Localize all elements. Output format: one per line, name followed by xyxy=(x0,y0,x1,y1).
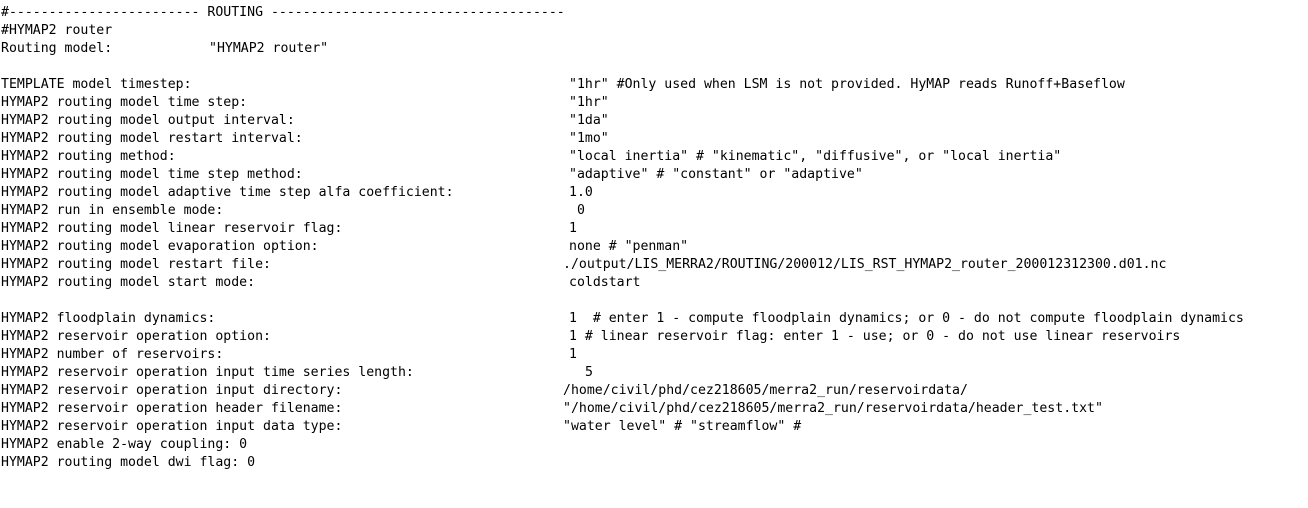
config-value: 1 # linear reservoir flag: enter 1 - use… xyxy=(569,329,1181,344)
config-value: 0 xyxy=(577,203,585,218)
config-line-time-series-length: HYMAP2 reservoir operation input time se… xyxy=(0,364,1308,382)
config-line-evaporation-option: HYMAP2 routing model evaporation option:… xyxy=(0,238,1308,256)
config-line-dwi-flag: HYMAP2 routing model dwi flag: 0 xyxy=(0,454,1308,472)
config-line-time-step-method: HYMAP2 routing model time step method: "… xyxy=(0,166,1308,184)
config-line-input-data-type: HYMAP2 reservoir operation input data ty… xyxy=(0,418,1308,436)
config-key: HYMAP2 reservoir operation input data ty… xyxy=(1,419,343,434)
config-key: HYMAP2 routing model output interval: xyxy=(1,113,295,128)
config-value: 1 xyxy=(569,347,577,362)
section-header-text: #------------------------ ROUTING ------… xyxy=(1,5,565,20)
config-value: "local inertia" # "kinematic", "diffusiv… xyxy=(569,149,1062,164)
config-value: "1da" xyxy=(569,113,609,128)
config-line-restart-interval: HYMAP2 routing model restart interval: "… xyxy=(0,130,1308,148)
config-key: HYMAP2 floodplain dynamics: xyxy=(1,311,216,326)
config-key: HYMAP2 number of reservoirs: xyxy=(1,347,224,362)
config-key: HYMAP2 reservoir operation input time se… xyxy=(1,365,414,380)
config-value: coldstart xyxy=(569,275,641,290)
config-line-routing-method: HYMAP2 routing method: "local inertia" #… xyxy=(0,148,1308,166)
routing-model-value: "HYMAP2 router" xyxy=(209,41,329,56)
config-value: none # "penman" xyxy=(569,239,689,254)
config-key: TEMPLATE model timestep: xyxy=(1,77,192,92)
config-line-linear-reservoir-flag: HYMAP2 routing model linear reservoir fl… xyxy=(0,220,1308,238)
config-value: 1 # enter 1 - compute floodplain dynamic… xyxy=(569,311,1244,326)
config-line-start-mode: HYMAP2 routing model start mode: coldsta… xyxy=(0,274,1308,292)
config-key: HYMAP2 routing model start mode: xyxy=(1,275,256,290)
comment-line: #HYMAP2 router xyxy=(0,22,1308,40)
config-line-ensemble-mode: HYMAP2 run in ensemble mode: 0 xyxy=(0,202,1308,220)
config-value: ./output/LIS_MERRA2/ROUTING/200012/LIS_R… xyxy=(563,257,1167,272)
config-text-editor[interactable]: #------------------------ ROUTING ------… xyxy=(0,4,1308,494)
config-line-floodplain-dynamics: HYMAP2 floodplain dynamics: 1 # enter 1 … xyxy=(0,310,1308,328)
config-line-output-interval: HYMAP2 routing model output interval: "1… xyxy=(0,112,1308,130)
config-line-time-step: HYMAP2 routing model time step: "1hr" xyxy=(0,94,1308,112)
config-key: HYMAP2 routing model adaptive time step … xyxy=(1,185,454,200)
config-key: HYMAP2 routing model linear reservoir fl… xyxy=(1,221,343,236)
config-line-two-way-coupling: HYMAP2 enable 2-way coupling: 0 xyxy=(0,436,1308,454)
config-value: "1hr" xyxy=(569,95,609,110)
config-line-restart-file: HYMAP2 routing model restart file: ./out… xyxy=(0,256,1308,274)
routing-model-line: Routing model: "HYMAP2 router" xyxy=(0,40,1308,58)
config-key: HYMAP2 routing model restart file: xyxy=(1,257,271,272)
config-key: HYMAP2 routing method: xyxy=(1,149,176,164)
config-key: HYMAP2 routing model time step method: xyxy=(1,167,303,182)
config-value: "adaptive" # "constant" or "adaptive" xyxy=(569,167,863,182)
config-value: /home/civil/phd/cez218605/merra2_run/res… xyxy=(563,383,968,398)
config-value: "/home/civil/phd/cez218605/merra2_run/re… xyxy=(563,401,1103,416)
config-line-reservoir-operation-option: HYMAP2 reservoir operation option: 1 # l… xyxy=(0,328,1308,346)
config-text: HYMAP2 enable 2-way coupling: 0 xyxy=(1,437,248,452)
config-line-number-of-reservoirs: HYMAP2 number of reservoirs: 1 xyxy=(0,346,1308,364)
section-header-line: #------------------------ ROUTING ------… xyxy=(0,4,1308,22)
config-key: HYMAP2 routing model time step: xyxy=(1,95,248,110)
comment-text: #HYMAP2 router xyxy=(1,23,113,38)
config-line-header-filename: HYMAP2 reservoir operation header filena… xyxy=(0,400,1308,418)
config-key: HYMAP2 reservoir operation input directo… xyxy=(1,383,343,398)
config-key: HYMAP2 routing model evaporation option: xyxy=(1,239,319,254)
config-value: 1.0 xyxy=(569,185,593,200)
blank-line xyxy=(0,58,1308,76)
config-key: HYMAP2 routing model restart interval: xyxy=(1,131,303,146)
config-line-template-timestep: TEMPLATE model timestep: "1hr" #Only use… xyxy=(0,76,1308,94)
config-value: "water level" # "streamflow" # xyxy=(563,419,802,434)
config-line-alfa-coefficient: HYMAP2 routing model adaptive time step … xyxy=(0,184,1308,202)
config-value: "1mo" xyxy=(569,131,609,146)
blank-line xyxy=(0,292,1308,310)
config-line-input-directory: HYMAP2 reservoir operation input directo… xyxy=(0,382,1308,400)
routing-model-key: Routing model: xyxy=(1,41,113,56)
config-key: HYMAP2 reservoir operation header filena… xyxy=(1,401,343,416)
config-key: HYMAP2 reservoir operation option: xyxy=(1,329,271,344)
config-value: 1 xyxy=(569,221,577,236)
config-text: HYMAP2 routing model dwi flag: 0 xyxy=(1,455,256,470)
config-value: "1hr" #Only used when LSM is not provide… xyxy=(569,77,1125,92)
config-key: HYMAP2 run in ensemble mode: xyxy=(1,203,224,218)
config-value: 5 xyxy=(585,365,593,380)
